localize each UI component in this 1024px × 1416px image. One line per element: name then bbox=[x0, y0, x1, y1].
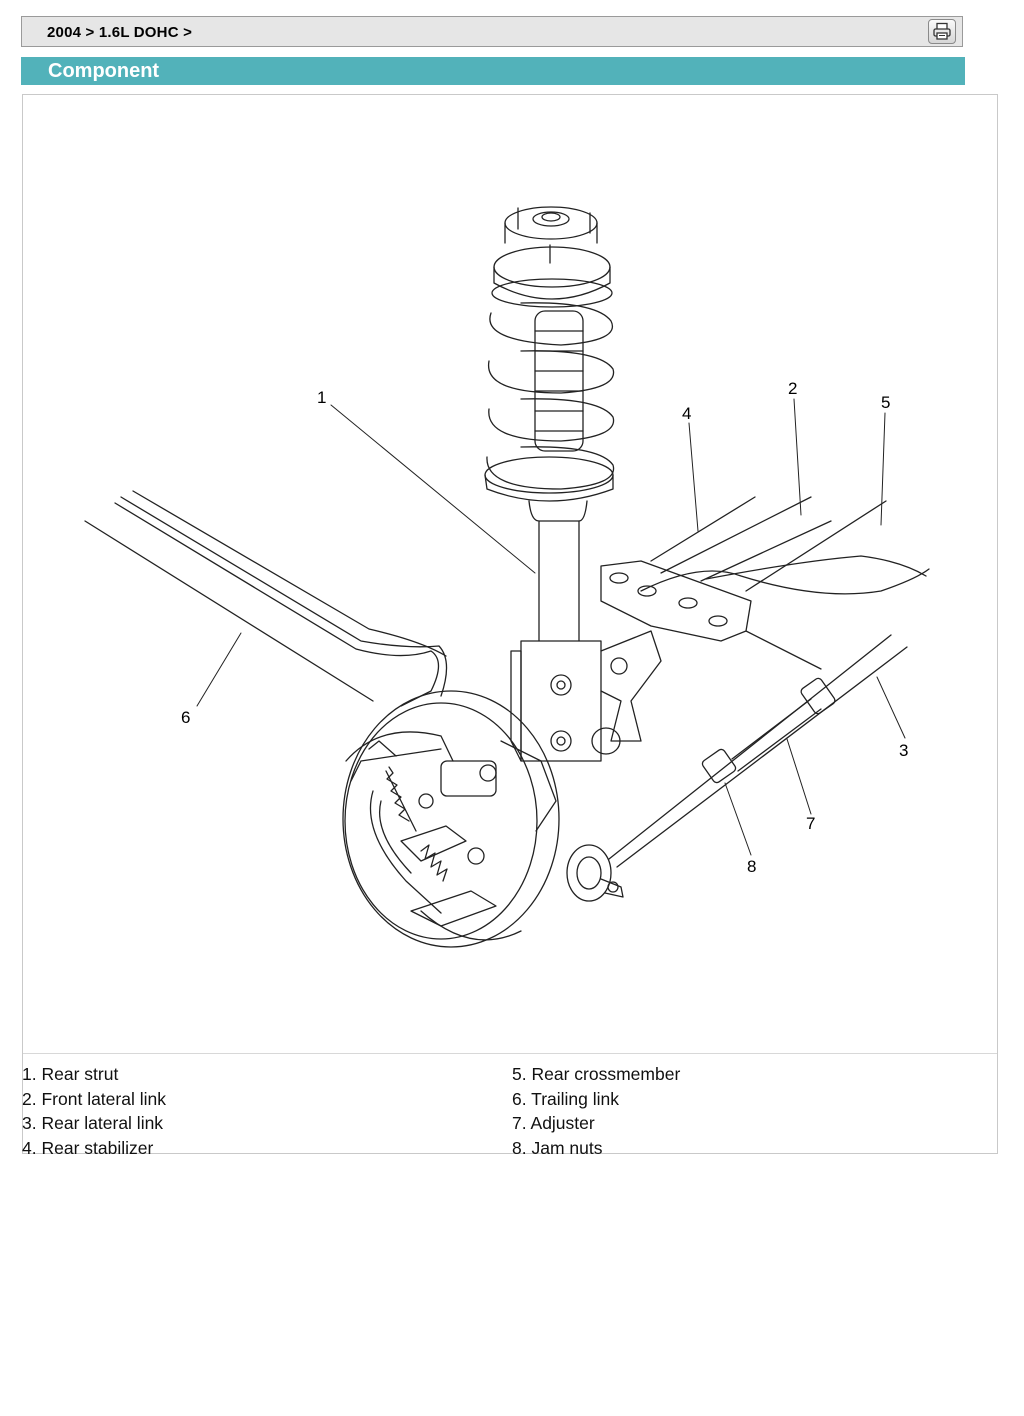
legend-label: Rear lateral link bbox=[41, 1113, 164, 1133]
legend-number: 6. bbox=[512, 1088, 527, 1109]
rear-strut-drawing bbox=[484, 206, 662, 762]
legend-item: 4. Rear stabilizer bbox=[22, 1136, 166, 1161]
legend-item: 1. Rear strut bbox=[22, 1062, 166, 1087]
legend-item: 8. Jam nuts bbox=[512, 1136, 680, 1161]
legend-item: 2. Front lateral link bbox=[22, 1087, 166, 1112]
breadcrumb[interactable]: 2004 > 1.6L DOHC > bbox=[47, 24, 193, 41]
callout-4: 4 bbox=[682, 404, 691, 423]
crossmember-drawing bbox=[600, 496, 930, 670]
legend-item: 5. Rear crossmember bbox=[512, 1062, 680, 1087]
callout-3: 3 bbox=[899, 741, 908, 760]
print-button[interactable] bbox=[928, 19, 956, 44]
trailing-link-drawing bbox=[84, 490, 448, 707]
figure-divider bbox=[23, 1053, 997, 1054]
callout-1: 1 bbox=[317, 388, 326, 407]
callout-labels: 1 2 3 4 5 6 7 8 bbox=[181, 379, 908, 876]
legend-right: 5. Rear crossmember 6. Trailing link 7. … bbox=[512, 1062, 680, 1160]
legend-item: 7. Adjuster bbox=[512, 1111, 680, 1136]
lateral-link-drawing bbox=[566, 634, 908, 902]
legend-left: 1. Rear strut 2. Front lateral link 3. R… bbox=[22, 1062, 166, 1160]
legend-number: 5. bbox=[512, 1064, 527, 1084]
callout-2: 2 bbox=[788, 379, 797, 398]
callout-6: 6 bbox=[181, 708, 190, 727]
callout-7: 7 bbox=[806, 814, 815, 833]
brake-assembly-drawing bbox=[342, 690, 560, 948]
legend-item: 6. Trailing link bbox=[512, 1087, 680, 1112]
legend-item: 3. Rear lateral link bbox=[22, 1111, 166, 1136]
legend-number: 8. bbox=[512, 1137, 527, 1158]
leader-lines bbox=[196, 398, 906, 856]
callout-5: 5 bbox=[881, 393, 890, 412]
section-title: Component bbox=[48, 60, 160, 82]
legend-label: Jam nuts bbox=[531, 1137, 603, 1158]
component-figure: 1 2 3 4 5 6 7 8 bbox=[22, 94, 998, 1154]
legend-number: 2. bbox=[22, 1088, 37, 1109]
rear-suspension-diagram: 1 2 3 4 5 6 7 8 bbox=[84, 206, 930, 948]
legend-number: 3. bbox=[22, 1113, 37, 1133]
legend-label: Rear crossmember bbox=[531, 1064, 681, 1084]
section-header: Component bbox=[21, 57, 965, 85]
legend-number: 4. bbox=[22, 1137, 37, 1158]
callout-8: 8 bbox=[747, 857, 756, 876]
legend-label: Trailing link bbox=[531, 1088, 620, 1109]
legend-label: Rear strut bbox=[41, 1064, 119, 1084]
legend-number: 1. bbox=[22, 1064, 37, 1084]
legend-label: Adjuster bbox=[530, 1113, 595, 1133]
legend-number: 7. bbox=[512, 1113, 527, 1133]
printer-icon bbox=[933, 22, 951, 40]
legend-label: Rear stabilizer bbox=[41, 1137, 154, 1158]
breadcrumb-bar: 2004 > 1.6L DOHC > bbox=[21, 16, 963, 47]
legend-label: Front lateral link bbox=[41, 1088, 166, 1109]
